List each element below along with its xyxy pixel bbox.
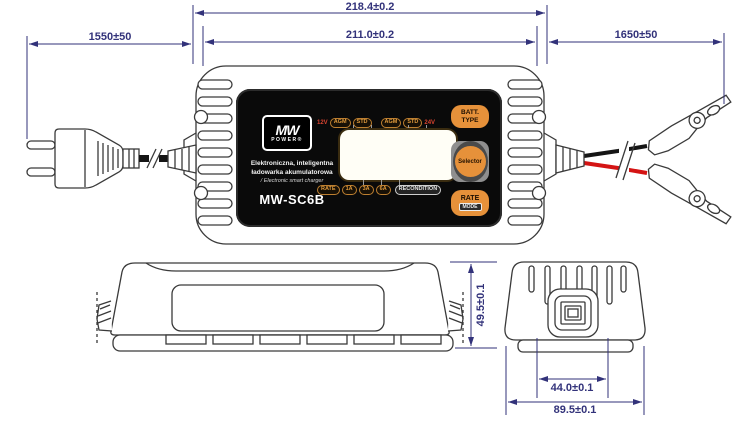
power-plug [26, 128, 140, 189]
rate-button: RATE MODE [451, 190, 489, 216]
screw-holes [193, 109, 547, 201]
dim-body-width: 89.5±0.1 [553, 404, 597, 416]
dim-overall-width: 218.4±0.2 [345, 1, 395, 13]
dim-height: 49.5±0.1 [475, 283, 487, 327]
batt-type-label-line2: TYPE [461, 116, 479, 124]
plug-pin-top [26, 140, 56, 150]
indicator-rate: RATE [317, 185, 340, 195]
indicator-agm-24v: AGM [380, 118, 402, 128]
lcd-display [340, 130, 456, 180]
red-wire [583, 161, 648, 175]
model-name: MW-SC6B [259, 192, 325, 207]
right-fins [507, 79, 543, 226]
dim-connector-width: 44.0±0.1 [550, 382, 594, 394]
end-view [504, 261, 646, 353]
right-cable-tab [543, 132, 557, 182]
indicator-recondition: RECONDITION [394, 185, 442, 195]
description-line1: Elektroniczna, inteligentna [250, 160, 334, 167]
rate-button-sublabel: MODE [458, 203, 482, 211]
indicator-std-12v: STD [352, 118, 372, 128]
logo-mw-text: MW [275, 122, 300, 138]
selector-knob: Selector [452, 141, 488, 182]
rate-button-label: RATE [460, 195, 480, 202]
indicator-3a: 3A [358, 185, 374, 195]
dim-dc-cable: 1650±50 [614, 29, 658, 41]
output-connector [547, 288, 599, 338]
dc-cable [555, 140, 648, 181]
indicator-tick [371, 125, 372, 130]
logo-power-text: POWER® [271, 137, 303, 143]
indicator-tick [426, 125, 427, 130]
alligator-clamp-bottom [639, 161, 740, 226]
batt-type-label-line1: BATT. [461, 109, 479, 117]
indicator-24v: 24V [424, 119, 436, 126]
description-line2: ładowarka akumulatorowa [251, 168, 333, 176]
indicator-tick [363, 180, 364, 185]
indicator-tick [399, 180, 400, 185]
side-view [96, 262, 464, 352]
battery-type-indicators: 12V AGM STD AGM STD 24V [317, 118, 437, 128]
indicator-agm-12v: AGM [329, 118, 351, 128]
indicator-6a: 6A [375, 185, 391, 195]
dim-ac-cable: 1550±50 [88, 31, 132, 43]
indicator-1a: 1A [341, 185, 357, 195]
front-panel: MW POWER® Elektroniczna, inteligentna ła… [236, 89, 502, 227]
indicator-tick [353, 125, 354, 130]
brand-logo: MW POWER® [262, 115, 312, 151]
indicator-std-24v: STD [403, 118, 423, 128]
end-base [517, 339, 634, 353]
black-wire [583, 144, 648, 158]
selector-label: Selector [458, 158, 482, 165]
plug-pin-bottom [26, 167, 56, 177]
left-fins [197, 79, 233, 226]
dim-panel-width: 211.0±0.2 [345, 29, 395, 41]
description-line3: / Electronic smart charger [260, 177, 324, 184]
indicator-tick [408, 125, 409, 130]
batt-type-button: BATT. TYPE [451, 105, 489, 128]
charge-rate-indicators: RATE 1A 3A 6A RECONDITION [317, 185, 442, 195]
indicator-12v: 12V [317, 119, 328, 126]
product-description: Elektroniczna, inteligentna ładowarka ak… [236, 160, 348, 185]
ac-cable [139, 144, 197, 174]
dimension-lines [26, 5, 725, 415]
indicator-tick [381, 180, 382, 185]
selector-button: Selector [451, 141, 489, 182]
